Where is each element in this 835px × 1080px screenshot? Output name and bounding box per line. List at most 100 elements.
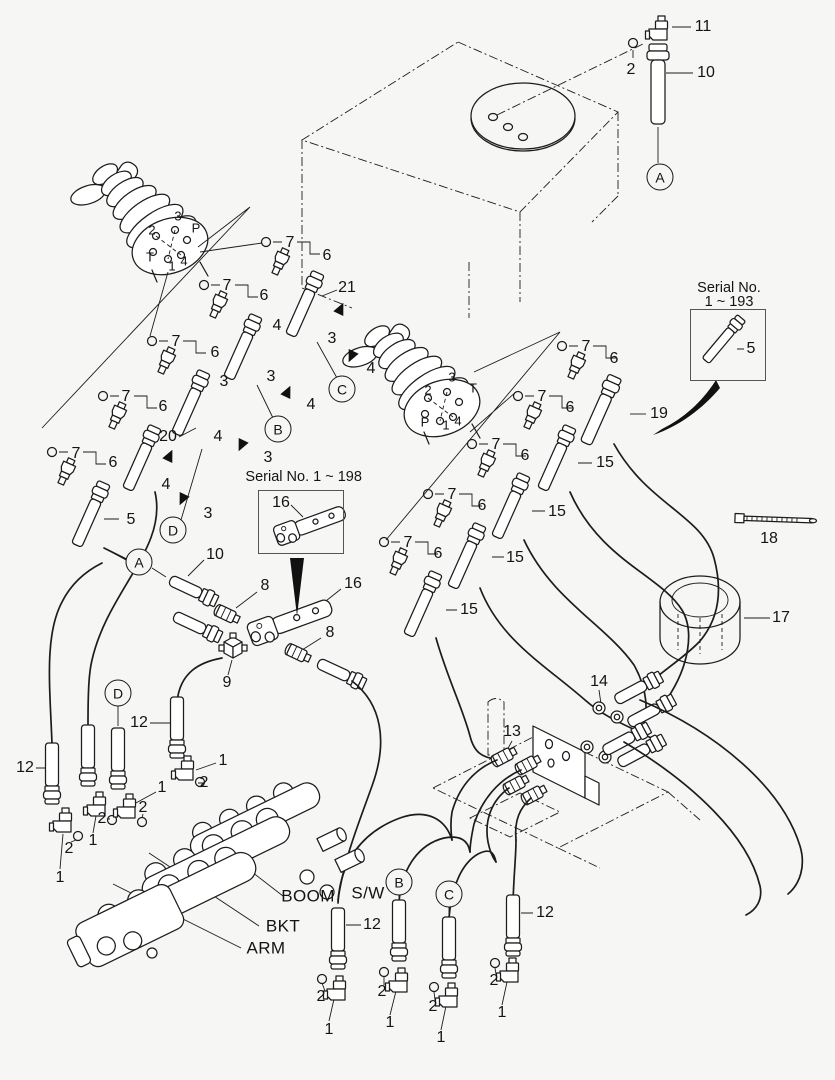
pilot-hoses-left — [49, 492, 156, 744]
function-label-bkt-82: BKT — [265, 916, 301, 936]
callout-12-86: 12 — [363, 916, 381, 933]
callout-1-89: 1 — [324, 1021, 334, 1038]
callout-7-48: 7 — [491, 436, 501, 453]
port-label-3-39: 3 — [448, 369, 456, 385]
callout-15-58: 15 — [460, 601, 478, 618]
callout-2-75: 2 — [138, 799, 148, 816]
callout-21-14: 21 — [338, 279, 356, 296]
callout-7-52: 7 — [403, 534, 413, 551]
callout-6-23: 6 — [158, 398, 168, 415]
callout-2-88: 2 — [316, 988, 326, 1005]
callout-3-20: 3 — [266, 368, 276, 385]
callout-2-76: 2 — [97, 810, 107, 827]
callout-7-46: 7 — [537, 388, 547, 405]
port-label-p-6: P — [191, 220, 201, 236]
callout-2-78: 2 — [64, 840, 74, 857]
callout-1-95: 1 — [497, 1004, 507, 1021]
callout-11-0: 11 — [694, 18, 712, 35]
port-label-2-38: 2 — [424, 382, 432, 398]
callout-1-72: 1 — [218, 752, 228, 769]
circled-ref-b-84: B — [385, 868, 413, 896]
callout-3-21: 3 — [219, 373, 229, 390]
callout-4-32: 4 — [161, 476, 171, 493]
serial-note-2-box — [690, 309, 766, 381]
hydraulic-tank-outline — [302, 42, 643, 318]
callout-10-37: 10 — [206, 546, 224, 563]
callout-16-63: 16 — [272, 494, 290, 511]
function-label-sw-81: S/W — [351, 883, 385, 903]
callout-7-10: 7 — [285, 234, 295, 251]
port-label-2-5: 2 — [148, 222, 156, 238]
callout-2-90: 2 — [377, 983, 387, 1000]
return-line-assembly — [627, 15, 694, 163]
serial-note-1-box — [258, 490, 344, 554]
port-label-p-41: P — [420, 414, 430, 430]
circled-ref-b-26: B — [264, 415, 292, 443]
callout-8-61: 8 — [325, 624, 335, 641]
callout-6-45: 6 — [609, 350, 619, 367]
callout-20-27: 20 — [159, 428, 177, 445]
callout-15-57: 15 — [506, 549, 524, 566]
callout-6-31: 6 — [108, 454, 118, 471]
right-pilot-fitting-groups — [378, 340, 624, 640]
port-label-4-9: 4 — [180, 253, 188, 269]
callout-7-17: 7 — [171, 333, 181, 350]
callout-6-13: 6 — [259, 287, 269, 304]
left-leader-fan — [42, 207, 262, 428]
callout-4-19: 4 — [366, 360, 376, 377]
callout-3-16: 3 — [327, 330, 337, 347]
callout-16-60: 16 — [344, 575, 362, 592]
hose-guide-ring — [660, 576, 740, 664]
callout-6-11: 6 — [322, 247, 332, 264]
callout-15-55: 15 — [596, 454, 614, 471]
callout-3-33: 3 — [203, 505, 213, 522]
callout-7-22: 7 — [121, 388, 131, 405]
callout-2-94: 2 — [489, 972, 499, 989]
callout-19-54: 19 — [650, 405, 668, 422]
callout-7-50: 7 — [447, 486, 457, 503]
callout-18-65: 18 — [760, 530, 778, 547]
callout-1-74: 1 — [157, 779, 167, 796]
serial-note-swoosh-arrow — [653, 380, 720, 435]
callout-3-29: 3 — [263, 449, 273, 466]
serial-note-arrow-down — [290, 558, 304, 616]
callout-2-73: 2 — [199, 774, 209, 791]
callout-12-87: 12 — [536, 904, 554, 921]
callout-13-68: 13 — [503, 723, 521, 740]
callout-12-70: 12 — [130, 714, 148, 731]
callout-4-24: 4 — [306, 396, 316, 413]
function-label-boom-80: BOOM — [281, 886, 335, 906]
port-label-t-7: T — [146, 249, 154, 265]
circled-ref-c-25: C — [328, 375, 356, 403]
callout-5-64: 5 — [746, 340, 756, 357]
circled-ref-c-85: C — [435, 880, 463, 908]
callout-10-2: 10 — [697, 64, 715, 81]
circled-ref-d-69: D — [104, 679, 132, 707]
serial-note-1-title: Serial No. 1 ~ 198 — [245, 469, 362, 485]
callout-7-30: 7 — [71, 445, 81, 462]
callout-8-59: 8 — [260, 577, 270, 594]
callout-6-51: 6 — [477, 497, 487, 514]
callout-6-49: 6 — [520, 447, 530, 464]
callout-9-62: 9 — [222, 674, 232, 691]
main-control-valve — [62, 770, 367, 975]
serial-note-2-title-line1: Serial No. — [697, 280, 761, 296]
callout-1-93: 1 — [436, 1029, 446, 1046]
callout-12-71: 12 — [16, 759, 34, 776]
callout-1-77: 1 — [88, 832, 98, 849]
circled-ref-a-36: A — [125, 548, 153, 576]
callout-2-1: 2 — [626, 61, 636, 78]
callout-2-92: 2 — [428, 998, 438, 1015]
callout-4-28: 4 — [213, 428, 223, 445]
port-label-3-4: 3 — [174, 208, 182, 224]
callout-5-34: 5 — [126, 511, 136, 528]
port-label-1-8: 1 — [168, 258, 176, 274]
callout-14-67: 14 — [590, 673, 608, 690]
port-label-1-42: 1 — [442, 417, 450, 433]
callout-4-15: 4 — [272, 317, 282, 334]
serial-note-2-title-line2: 1 ~ 193 — [704, 294, 754, 310]
callout-7-12: 7 — [222, 277, 232, 294]
